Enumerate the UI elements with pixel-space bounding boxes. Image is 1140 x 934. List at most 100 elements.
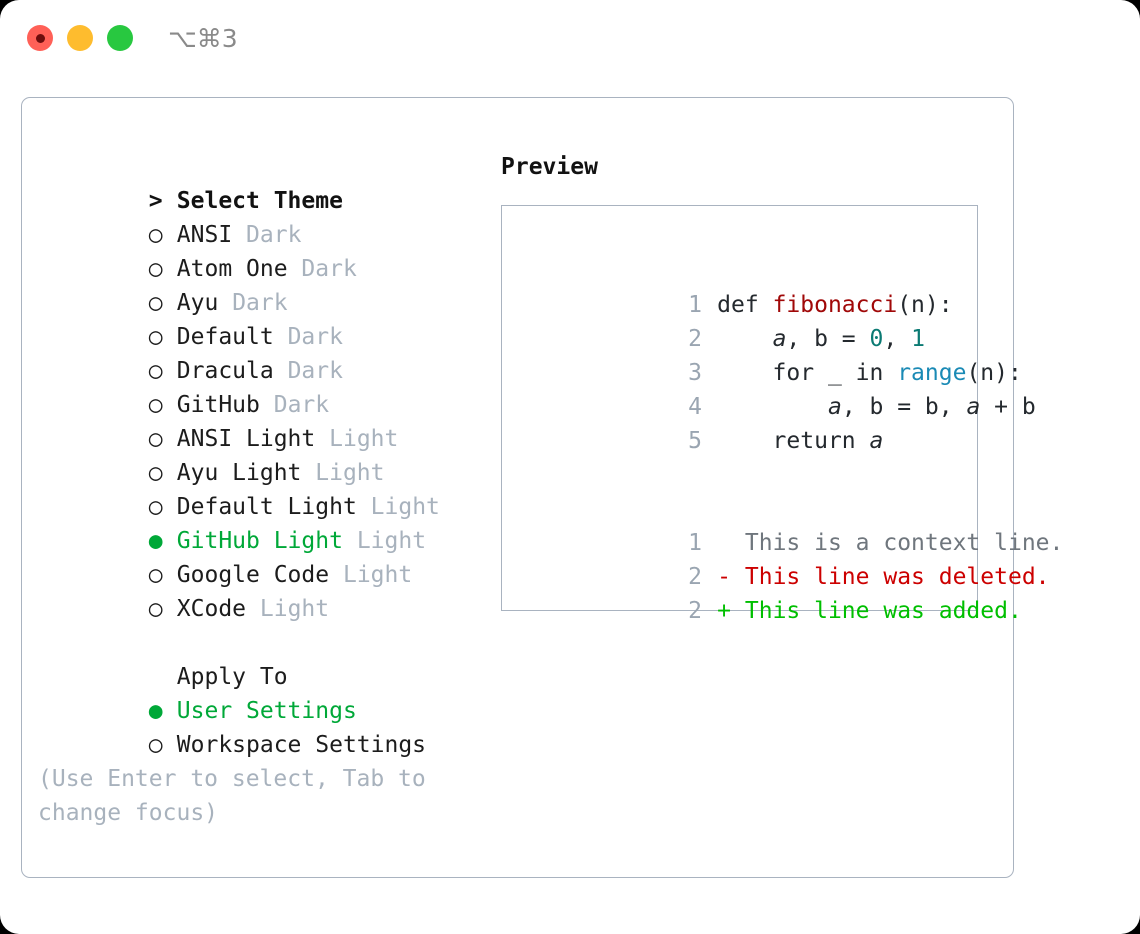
diff-sign: - bbox=[717, 564, 732, 590]
code-token-variable: a bbox=[869, 428, 884, 454]
apply-to-heading-label: Apply To bbox=[176, 664, 288, 690]
theme-option-label: XCode bbox=[176, 596, 247, 622]
theme-option-label: Atom One bbox=[176, 256, 288, 282]
theme-option-atom-one[interactable]: ○ Atom One Dark bbox=[38, 218, 488, 282]
diff-text: This is a context line. bbox=[731, 530, 1064, 556]
code-line: 1 def fibonacci(n): bbox=[522, 254, 971, 318]
apply-to-option-workspace-settings[interactable]: ○ Workspace Settings bbox=[38, 694, 488, 758]
code-line: 2 a, b = 0, 1 bbox=[522, 288, 971, 352]
code-token bbox=[717, 326, 772, 352]
line-number: 2 bbox=[688, 326, 703, 352]
apply-to-option-label: Workspace Settings bbox=[176, 732, 427, 758]
radio-unselected-icon: ○ bbox=[148, 256, 163, 282]
code-token-variable: a bbox=[827, 394, 842, 420]
code-token-builtin: range bbox=[897, 360, 967, 386]
theme-option-default[interactable]: ○ Default Dark bbox=[38, 286, 488, 350]
theme-option-ayu[interactable]: ○ Ayu Dark bbox=[38, 252, 488, 316]
code-token-number: 1 bbox=[911, 326, 925, 352]
theme-variant-badge: Dark bbox=[232, 290, 288, 316]
theme-variant-badge: Light bbox=[370, 494, 440, 520]
theme-variant-badge: Light bbox=[342, 562, 413, 588]
radio-unselected-icon: ○ bbox=[148, 222, 163, 248]
theme-option-google-code[interactable]: ○ Google Code Light bbox=[38, 524, 488, 588]
theme-variant-badge: Light bbox=[259, 596, 330, 622]
theme-picker-panel: >Select Theme ○ANSI Dark ○Atom One Dark … bbox=[21, 97, 1063, 878]
theme-option-label: Ayu bbox=[176, 290, 219, 316]
code-token: def bbox=[717, 292, 773, 318]
code-token: for _ in bbox=[717, 360, 898, 386]
theme-option-ansi-light[interactable]: ○ ANSI Light Light bbox=[38, 388, 488, 452]
theme-option-label: Google Code bbox=[176, 562, 330, 588]
apply-to-option-user-settings[interactable]: ● User Settings bbox=[38, 660, 488, 724]
theme-option-ayu-light[interactable]: ○ Ayu Light Light bbox=[38, 422, 488, 486]
theme-option-github-light-selected[interactable]: ●GitHub Light Light bbox=[38, 490, 488, 554]
theme-option-label: ANSI Light bbox=[176, 426, 316, 452]
theme-option-dracula[interactable]: ○ Dracula Dark bbox=[38, 320, 488, 384]
theme-variant-badge: Dark bbox=[273, 392, 330, 418]
theme-variant-badge: Dark bbox=[246, 222, 302, 248]
minimize-button-icon[interactable] bbox=[67, 25, 93, 51]
radio-unselected-icon: ○ bbox=[148, 324, 163, 350]
theme-option-label: Default bbox=[176, 324, 274, 350]
radio-unselected-icon: ○ bbox=[148, 358, 163, 384]
apply-to-option-label: User Settings bbox=[176, 698, 357, 724]
code-token: , b = b, bbox=[841, 394, 967, 420]
preview-heading: Preview bbox=[501, 154, 598, 180]
diff-line-deleted: 2- This line was deleted. bbox=[522, 526, 1049, 590]
code-token-function: fibonacci bbox=[772, 292, 898, 318]
code-token: (n): bbox=[966, 360, 1022, 386]
keyboard-hint-text: (Use Enter to select, Tab to change focu… bbox=[38, 766, 440, 826]
line-number: 2 bbox=[688, 564, 703, 590]
heading-indent bbox=[149, 660, 177, 694]
radio-unselected-icon: ○ bbox=[148, 562, 163, 588]
theme-option-ansi[interactable]: ○ANSI Dark bbox=[38, 184, 488, 248]
diff-line-context: 1 This is a context line. bbox=[522, 492, 1063, 556]
theme-option-label: Dracula bbox=[176, 358, 274, 384]
theme-option-xcode[interactable]: ○ XCode Light bbox=[38, 558, 488, 622]
code-token: (n): bbox=[897, 292, 953, 318]
radio-unselected-icon: ○ bbox=[148, 392, 163, 418]
zoom-button-icon[interactable] bbox=[107, 25, 133, 51]
theme-variant-badge: Dark bbox=[301, 256, 357, 282]
theme-variant-badge: Light bbox=[329, 426, 399, 452]
theme-list-column: >Select Theme ○ANSI Dark ○Atom One Dark … bbox=[38, 150, 488, 830]
theme-option-label: Ayu Light bbox=[176, 460, 302, 486]
code-token-number: 0 bbox=[869, 326, 884, 352]
select-theme-heading: >Select Theme bbox=[38, 150, 488, 214]
code-token bbox=[717, 394, 828, 420]
code-token: , b = bbox=[786, 326, 870, 352]
line-number: 5 bbox=[688, 428, 703, 454]
radio-unselected-icon: ○ bbox=[148, 732, 163, 758]
diff-text: This line was added. bbox=[731, 598, 1022, 624]
radio-unselected-icon: ○ bbox=[148, 290, 163, 316]
theme-option-github[interactable]: ○ GitHub Dark bbox=[38, 354, 488, 418]
traffic-light-buttons bbox=[27, 25, 133, 51]
theme-variant-badge: Light bbox=[315, 460, 385, 486]
apply-to-heading: Apply To bbox=[38, 626, 488, 690]
code-token: return bbox=[717, 428, 870, 454]
theme-option-label: GitHub Light bbox=[176, 528, 343, 554]
code-line: 3 for _ in range(n): bbox=[522, 322, 1022, 386]
close-button-icon[interactable] bbox=[27, 25, 53, 51]
theme-option-default-light[interactable]: ○ Default Light Light bbox=[38, 456, 488, 520]
diff-text: This line was deleted. bbox=[731, 564, 1050, 590]
radio-selected-icon: ● bbox=[148, 698, 163, 724]
code-line: 4 a, b = b, a + b bbox=[522, 356, 1036, 420]
theme-option-label: GitHub bbox=[176, 392, 260, 418]
line-number: 4 bbox=[688, 394, 703, 420]
line-number: 1 bbox=[688, 292, 703, 318]
select-theme-heading-label: Select Theme bbox=[176, 188, 343, 214]
title-bar: ⌥⌘3 bbox=[0, 0, 1140, 78]
theme-option-label: Default Light bbox=[176, 494, 357, 520]
radio-unselected-icon: ○ bbox=[148, 460, 163, 486]
theme-variant-badge: Dark bbox=[287, 358, 343, 384]
radio-unselected-icon: ○ bbox=[148, 426, 163, 452]
code-token-variable: a bbox=[966, 394, 981, 420]
theme-variant-badge: Dark bbox=[287, 324, 343, 350]
code-token: + b bbox=[980, 394, 1036, 420]
theme-variant-badge: Light bbox=[356, 528, 427, 554]
radio-unselected-icon: ○ bbox=[148, 494, 163, 520]
